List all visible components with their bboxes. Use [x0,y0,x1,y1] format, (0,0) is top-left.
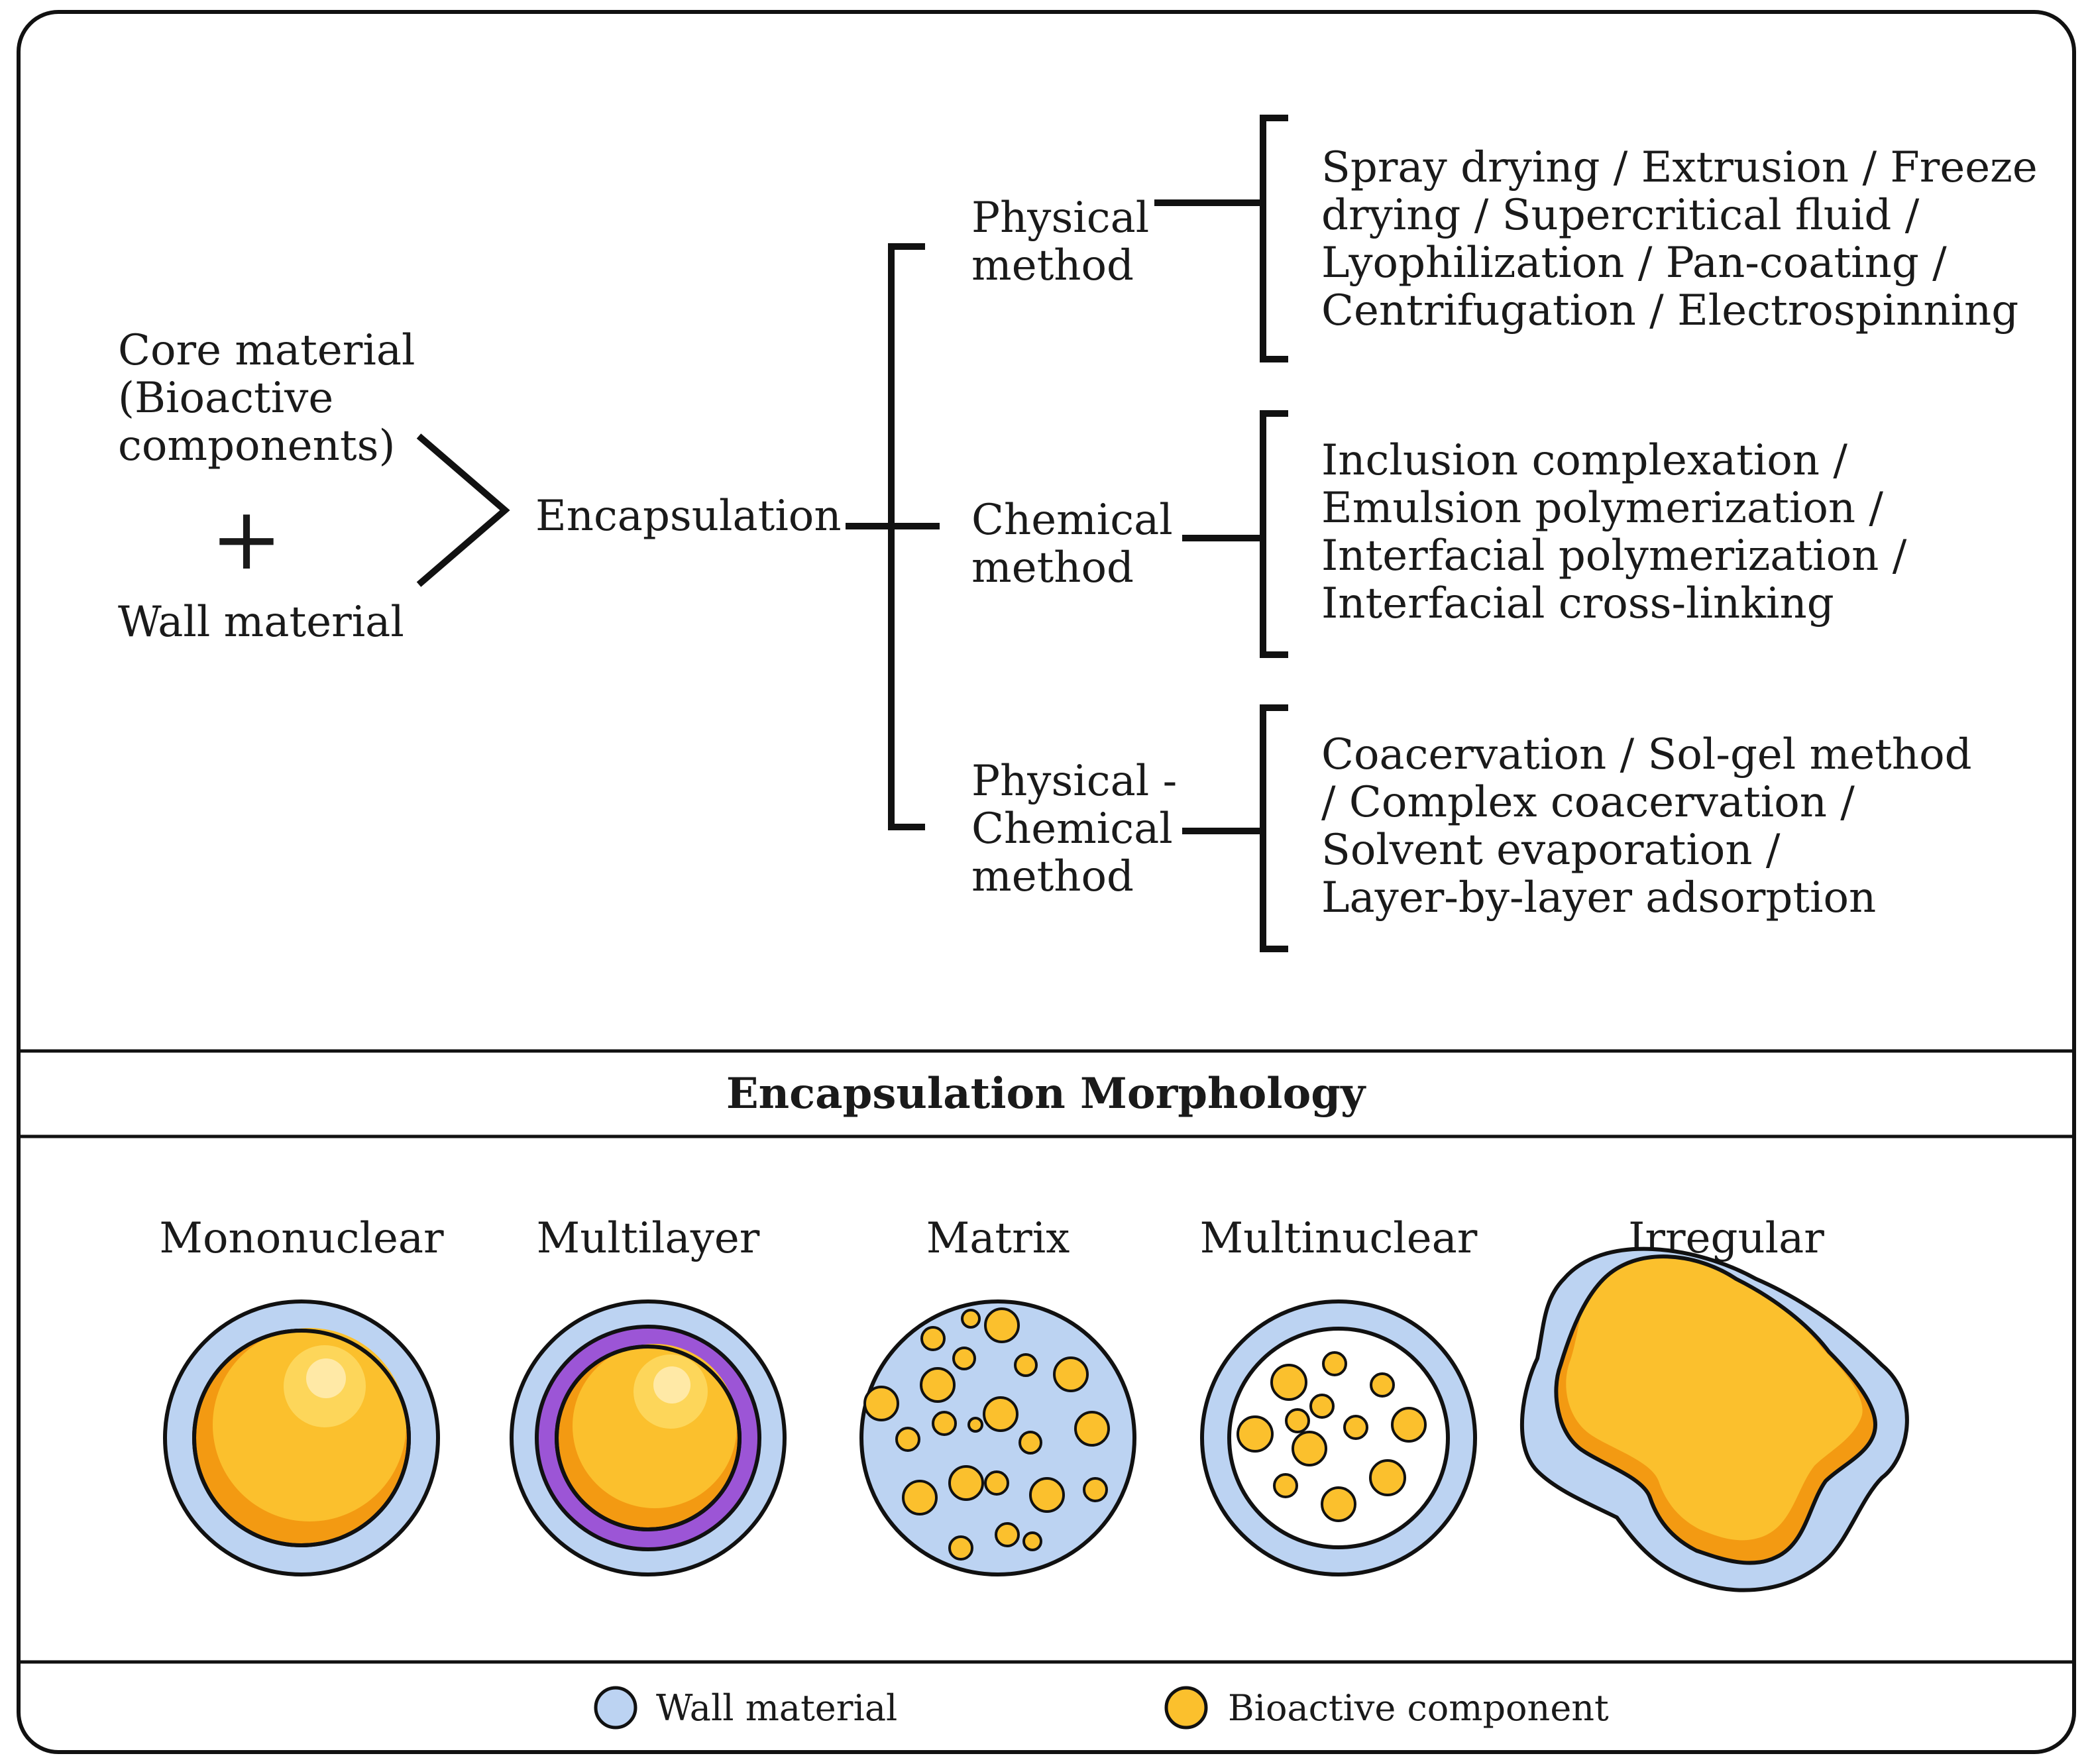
encapsulation-label: Encapsulation [535,492,842,541]
physchem-techniques-line-1: Coacervation / Sol-gel method [1321,730,1972,779]
physchem-method-line-1: Physical - [971,757,1177,806]
physical-techniques-line-1: Spray drying / Extrusion / Freeze [1321,143,2038,192]
outer-frame [17,10,2076,1754]
physchem-method-bracket [1182,704,1288,952]
multinuclear-capsule-icon [1200,1299,1477,1576]
core-line-1: Core material [118,326,415,375]
core-line-3: components) [118,421,395,470]
mononuclear-capsule-icon [163,1299,440,1576]
physical-method-group: Physical method Spray drying / Extrusion… [971,115,2038,362]
legend-bioactive-label: Bioactive component [1228,1687,1609,1729]
multilayer-capsule-icon [510,1299,787,1576]
physical-method-line-1: Physical [971,193,1149,243]
physical-method-bracket [1154,115,1288,362]
irregular-capsule-icon [1519,1246,1909,1592]
chemical-techniques-line-3: Interfacial polymerization / [1321,531,1907,580]
chemical-method-bracket [1182,410,1288,658]
method-tree-bracket [846,243,940,830]
morph-label-matrix: Matrix [926,1214,1070,1263]
morph-label-multilayer: Multilayer [537,1214,760,1263]
morphology-title: Encapsulation Morphology [726,1069,1366,1119]
wall-material-label: Wall material [118,598,404,647]
legend-bioactive-swatch [1164,1686,1208,1730]
legend-wall-swatch [594,1686,637,1730]
physchem-techniques-line-2: / Complex coacervation / [1321,778,1855,827]
chemical-method-line-2: method [971,543,1134,592]
physical-chemical-method-group: Physical - Chemical method Coacervation … [971,704,1972,952]
morph-label-multinuclear: Multinuclear [1200,1214,1478,1263]
core-material-label: Core material (Bioactive components) [118,326,415,470]
chemical-method-group: Chemical method Inclusion complexation /… [971,410,1907,658]
converge-chevron [416,433,510,587]
core-line-2: (Bioactive [118,374,333,423]
physical-method-line-2: method [971,241,1134,290]
chemical-techniques-line-1: Inclusion complexation / [1321,436,1847,485]
legend: Wall material Bioactive component [594,1686,1609,1730]
chemical-method-line-1: Chemical [971,496,1173,545]
chemical-techniques-line-4: Interfacial cross-linking [1321,579,1834,628]
physchem-techniques-line-4: Layer-by-layer adsorption [1321,873,1876,922]
matrix-capsule-icon [859,1299,1136,1576]
legend-wall-label: Wall material [656,1687,897,1729]
plus-sign: + [211,488,283,589]
physchem-method-line-3: method [971,852,1134,901]
physical-techniques-line-4: Centrifugation / Electrospinning [1321,286,2018,335]
physical-techniques-line-3: Lyophilization / Pan-coating / [1321,239,1947,288]
chemical-techniques-line-2: Emulsion polymerization / [1321,484,1883,533]
physchem-method-line-2: Chemical [971,804,1173,854]
morph-label-mononuclear: Mononuclear [159,1214,444,1263]
physchem-techniques-line-3: Solvent evaporation / [1321,826,1781,875]
physical-techniques-line-2: drying / Supercritical fluid / [1321,191,1920,240]
